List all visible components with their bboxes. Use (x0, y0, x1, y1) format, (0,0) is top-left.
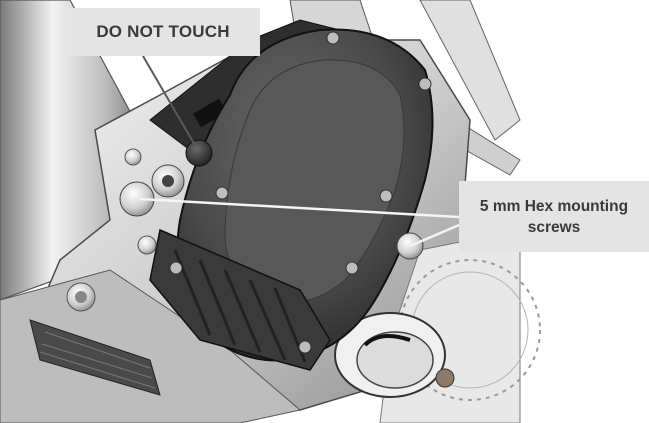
hex-mounting-screws-label: 5 mm Hex mounting screws (459, 181, 649, 252)
hex-mounting-screws-label-line1: 5 mm Hex mounting (480, 196, 628, 217)
hex-mounting-screws-label-line2: screws (528, 217, 581, 238)
do-not-touch-bolt (186, 140, 212, 166)
do-not-touch-label: DO NOT TOUCH (66, 8, 260, 56)
